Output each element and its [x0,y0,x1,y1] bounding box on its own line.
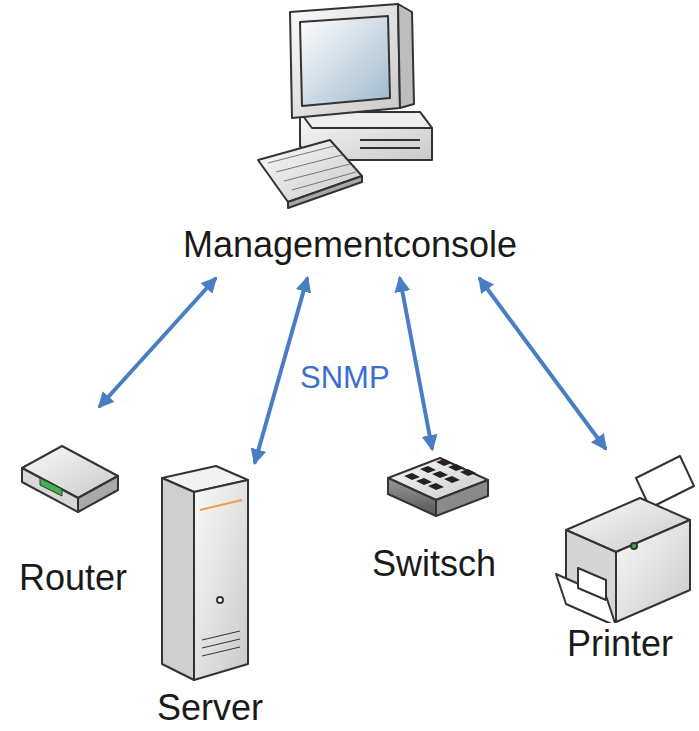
device-label: Printer [565,623,675,664]
switch-node: Switsch [364,452,504,584]
snmp-arrow [400,279,432,448]
snmp-arrow [100,279,215,406]
device-label: Switsch [370,543,498,584]
switch-ports [404,459,476,490]
switch-icon [388,458,488,516]
device-label: Server [155,687,265,728]
computer-icon [258,4,432,208]
device-label: Managementconsole [181,224,519,265]
device-label: Router [17,557,129,598]
router-node: Router [8,410,138,598]
printer-icon [556,456,694,626]
printer-node: Printer [546,452,694,664]
keyboard-keys [268,146,356,190]
console-node: Managementconsole [160,0,540,265]
snmp-arrow [480,279,605,448]
server-node: Server [140,466,280,728]
router-icon [22,446,118,512]
protocol-label: SNMP [298,360,392,396]
server-icon [162,466,248,680]
